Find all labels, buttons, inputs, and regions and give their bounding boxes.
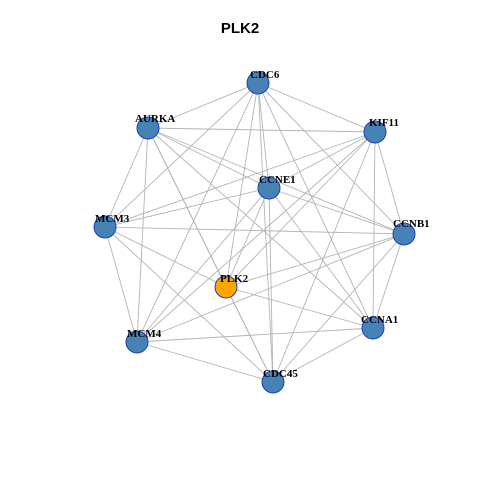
node-ccna1 (361, 316, 385, 340)
node-mcm4 (125, 330, 149, 354)
node-label-ccna1: CCNA1 (361, 314, 398, 326)
edge-ccne1-mcm4 (136, 187, 270, 343)
node-label-cdc6: CDC6 (250, 69, 280, 81)
edge-plk2-cdc45 (225, 286, 274, 383)
edge-cdc6-mcm4 (136, 82, 259, 343)
edges-layer (104, 82, 405, 383)
edge-mcm3-mcm4 (104, 226, 138, 343)
edge-ccne1-ccna1 (268, 187, 374, 329)
edge-aurka-ccne1 (147, 127, 270, 189)
edge-aurka-mcm3 (104, 127, 149, 228)
edge-ccna1-mcm4 (136, 327, 374, 343)
edge-ccne1-mcm3 (104, 187, 270, 228)
chart-title: PLK2 (220, 20, 260, 37)
edge-plk2-ccna1 (225, 286, 374, 329)
edge-ccna1-cdc45 (272, 327, 374, 383)
edge-mcm4-cdc45 (136, 341, 274, 383)
node-label-kif11: KIF11 (369, 117, 399, 129)
edge-ccne1-plk2 (225, 187, 270, 288)
edge-cdc6-ccnb1 (257, 82, 405, 235)
edge-cdc6-mcm3 (104, 82, 259, 228)
node-label-mcm4: MCM4 (127, 328, 162, 340)
node-cdc45 (261, 370, 285, 394)
edge-kif11-mcm4 (136, 131, 376, 343)
edge-cdc6-plk2 (225, 82, 259, 288)
node-ccne1 (257, 176, 281, 200)
nodes-layer (93, 71, 416, 394)
edge-mcm3-plk2 (104, 226, 227, 288)
node-plk2 (214, 275, 238, 299)
edge-ccne1-ccnb1 (268, 187, 405, 235)
edge-cdc6-ccna1 (257, 82, 374, 329)
edge-ccnb1-ccna1 (372, 233, 405, 329)
edge-cdc6-ccne1 (257, 82, 270, 189)
node-label-aurka: AURKA (135, 113, 175, 125)
edge-aurka-mcm4 (136, 127, 149, 343)
edge-aurka-ccna1 (147, 127, 374, 329)
node-aurka (136, 116, 160, 140)
edge-mcm3-cdc45 (104, 226, 274, 383)
edge-ccnb1-mcm4 (136, 233, 405, 343)
edge-ccne1-cdc45 (268, 187, 274, 383)
edge-kif11-cdc45 (272, 131, 376, 383)
node-cdc6 (246, 71, 270, 95)
edge-cdc6-kif11 (257, 82, 376, 133)
edge-kif11-ccnb1 (374, 131, 405, 235)
edge-kif11-ccna1 (372, 131, 376, 329)
edge-ccnb1-plk2 (225, 233, 405, 288)
node-label-ccnb1: CCNB1 (393, 218, 430, 230)
edge-kif11-plk2 (225, 131, 376, 288)
node-label-cdc45: CDC45 (263, 368, 298, 380)
edge-kif11-mcm3 (104, 131, 376, 228)
node-label-mcm3: MCM3 (95, 213, 130, 225)
node-kif11 (363, 120, 387, 144)
edge-mcm3-ccnb1 (104, 226, 405, 235)
edge-cdc6-aurka (147, 82, 259, 129)
node-mcm3 (93, 215, 117, 239)
edge-aurka-kif11 (147, 127, 376, 133)
node-label-ccne1: CCNE1 (259, 174, 296, 186)
edge-ccnb1-cdc45 (272, 233, 405, 383)
edge-kif11-ccne1 (268, 131, 376, 189)
node-ccnb1 (392, 222, 416, 246)
node-label-plk2: PLK2 (220, 273, 249, 285)
